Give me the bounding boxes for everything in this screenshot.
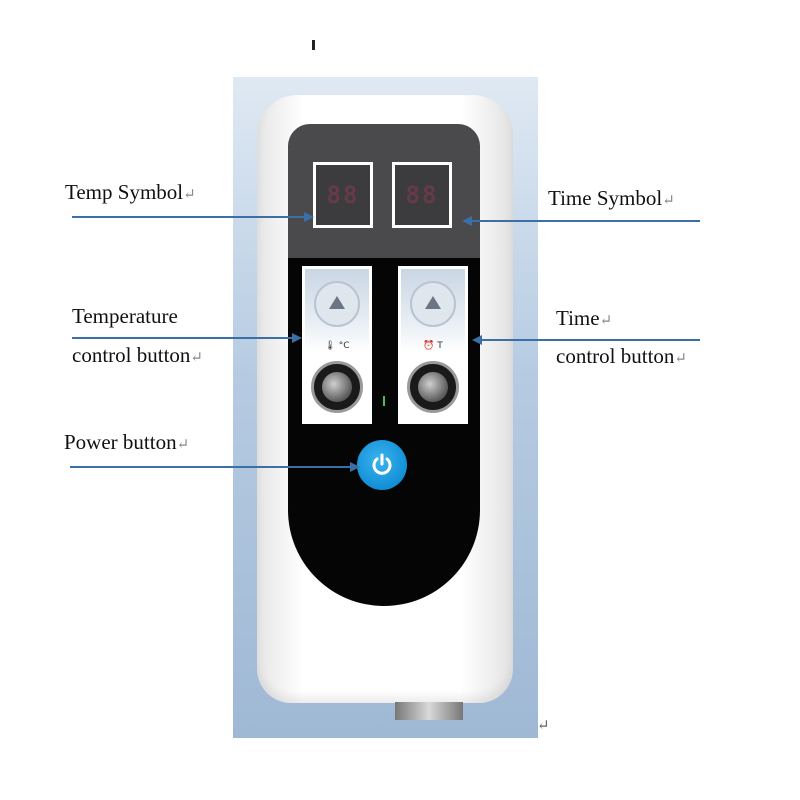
time-display-digits: 88 — [405, 181, 439, 209]
time-display: 88 — [392, 162, 452, 228]
temperature-unit-label: 🌡 °C — [324, 341, 350, 351]
temperature-control-label-line1: Temperature — [72, 304, 178, 328]
arrowhead-right — [292, 333, 302, 343]
power-icon — [372, 453, 392, 475]
arrowhead-right — [304, 212, 314, 222]
time-button-group: ⏰ T — [398, 266, 468, 424]
temp-display-digits: 88 — [326, 181, 360, 209]
temperature-down-button[interactable] — [311, 361, 363, 413]
temperature-up-button[interactable] — [314, 281, 360, 327]
power-button[interactable] — [357, 440, 407, 490]
time-symbol-label: Time Symbol↵ — [548, 186, 675, 210]
arrowhead-left — [462, 216, 472, 226]
cable-connector — [395, 702, 463, 720]
power-button-arrow — [70, 466, 352, 468]
time-up-button[interactable] — [410, 281, 456, 327]
heater-icon — [322, 372, 352, 402]
temperature-control-arrow — [72, 337, 294, 339]
triangle-up-icon — [329, 296, 345, 309]
power-button-label: Power button↵ — [64, 430, 190, 454]
time-down-button[interactable] — [407, 361, 459, 413]
time-symbol-arrow — [470, 220, 700, 222]
arrowhead-left — [472, 335, 482, 345]
time-control-label-line1: Time↵ — [556, 306, 613, 330]
temperature-button-group: 🌡 °C — [302, 266, 372, 424]
time-control-label-line2: control button↵ — [556, 344, 687, 368]
stray-return-mark: ↵ — [537, 718, 550, 734]
indicator-led — [383, 396, 385, 406]
temp-symbol-arrow — [72, 216, 306, 218]
temp-display: 88 — [313, 162, 373, 228]
time-control-arrow — [480, 339, 700, 341]
timer-icon — [418, 372, 448, 402]
temp-symbol-label: Temp Symbol↵ — [65, 180, 196, 204]
arrowhead-right — [350, 462, 360, 472]
stray-mark — [312, 40, 315, 50]
triangle-up-icon — [425, 296, 441, 309]
temperature-control-label-line2: control button↵ — [72, 343, 203, 367]
time-unit-label: ⏰ T — [423, 341, 443, 351]
